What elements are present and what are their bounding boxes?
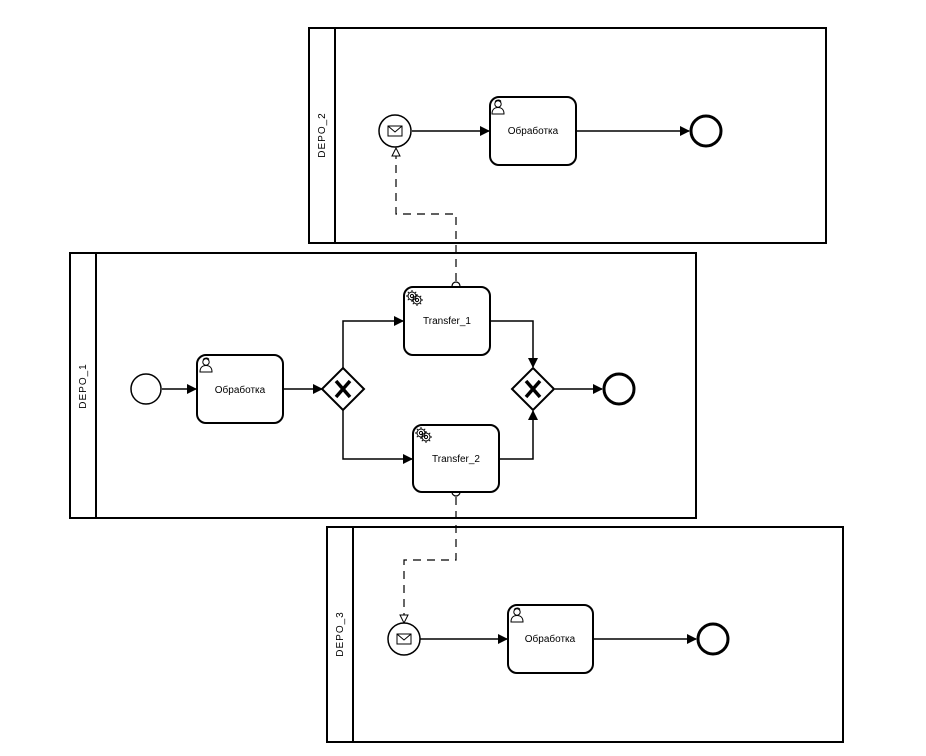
task-label: Обработка: [508, 125, 559, 137]
sequence-flows: [162, 126, 697, 644]
x-icon: [524, 379, 542, 399]
message-start-event[interactable]: [378, 114, 412, 148]
flow-transfer-2-to-join[interactable]: [499, 410, 538, 460]
service-task-transfer-2[interactable]: Transfer_2: [412, 424, 500, 493]
service-task-transfer-1[interactable]: Transfer_1: [403, 286, 491, 356]
message-flow-transfer-2-to-depo-3[interactable]: [404, 497, 457, 623]
pool-label-depo-2: DEPO_2: [317, 112, 328, 157]
pool-label-depo-1: DEPO_1: [78, 363, 89, 408]
pool-depo-1[interactable]: DEPO_1: [69, 252, 697, 519]
exclusive-gateway-split[interactable]: [320, 366, 366, 412]
flow-gateway-to-transfer-2[interactable]: [342, 410, 413, 464]
envelope-icon: [396, 633, 412, 645]
user-task[interactable]: Обработка: [196, 354, 284, 424]
x-icon: [334, 379, 352, 399]
user-task[interactable]: Обработка: [489, 96, 577, 166]
task-label: Обработка: [215, 384, 266, 396]
end-event[interactable]: [602, 372, 636, 406]
end-event[interactable]: [696, 622, 730, 656]
user-task[interactable]: Обработка: [507, 604, 594, 674]
task-label: Transfer_2: [432, 454, 480, 465]
task-label: Обработка: [525, 633, 576, 645]
pool-label-depo-3: DEPO_3: [335, 611, 346, 656]
message-flow-transfer-1-to-depo-2[interactable]: [396, 148, 457, 281]
envelope-icon: [387, 125, 403, 137]
flow-gateway-to-transfer-1[interactable]: [342, 316, 404, 368]
flow-transfer-1-to-join[interactable]: [491, 320, 538, 368]
task-label: Transfer_1: [423, 316, 471, 327]
end-event[interactable]: [689, 114, 723, 148]
message-start-event[interactable]: [387, 622, 421, 656]
exclusive-gateway-join[interactable]: [510, 366, 556, 412]
start-event[interactable]: [130, 373, 162, 405]
